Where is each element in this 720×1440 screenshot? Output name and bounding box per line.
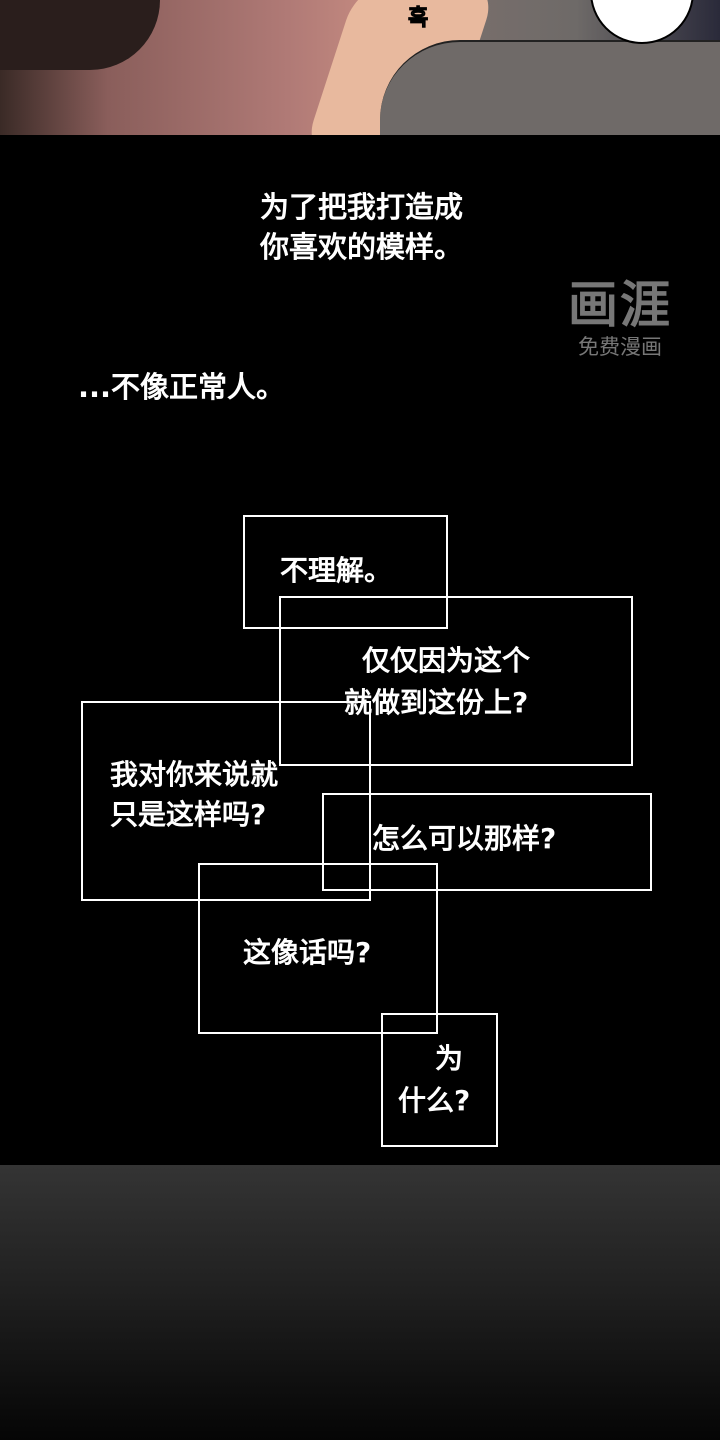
watermark-subtitle: 免费漫画 [578,335,662,359]
thought-box [243,515,448,629]
thought-text: 怎么可以那样? [372,822,557,855]
thought-text: 这像话吗? [243,936,372,969]
watermark-logo: 画涯 [568,276,672,334]
thought-text: 为 [435,1042,464,1075]
speech-bubble [590,0,694,44]
narration-line: 你喜欢的模样。 [260,230,464,264]
thought-box [381,1013,498,1147]
thought-box [81,701,371,901]
thought-box [279,596,633,766]
character-shirt [380,40,720,135]
thought-text: 只是这样吗? [110,798,267,831]
watermark: 画涯 免费漫画 [568,276,672,360]
thought-text: 不理解。 [280,554,393,587]
thought-box [322,793,652,891]
thought-text: 我对你来说就 [110,758,279,791]
bottom-gradient [0,1165,720,1440]
sound-effect: 흑 [407,6,429,32]
thought-text: 什么? [398,1084,471,1117]
shadow-area [0,0,160,70]
thought-text: 仅仅因为这个 [362,644,531,677]
thought-text: 就做到这份上? [344,686,529,719]
narration-line: 为了把我打造成 [260,190,464,224]
narration-line: ...不像正常人。 [78,370,286,404]
comic-panel-illustration: 흑 [0,0,720,135]
thought-box [198,863,438,1034]
